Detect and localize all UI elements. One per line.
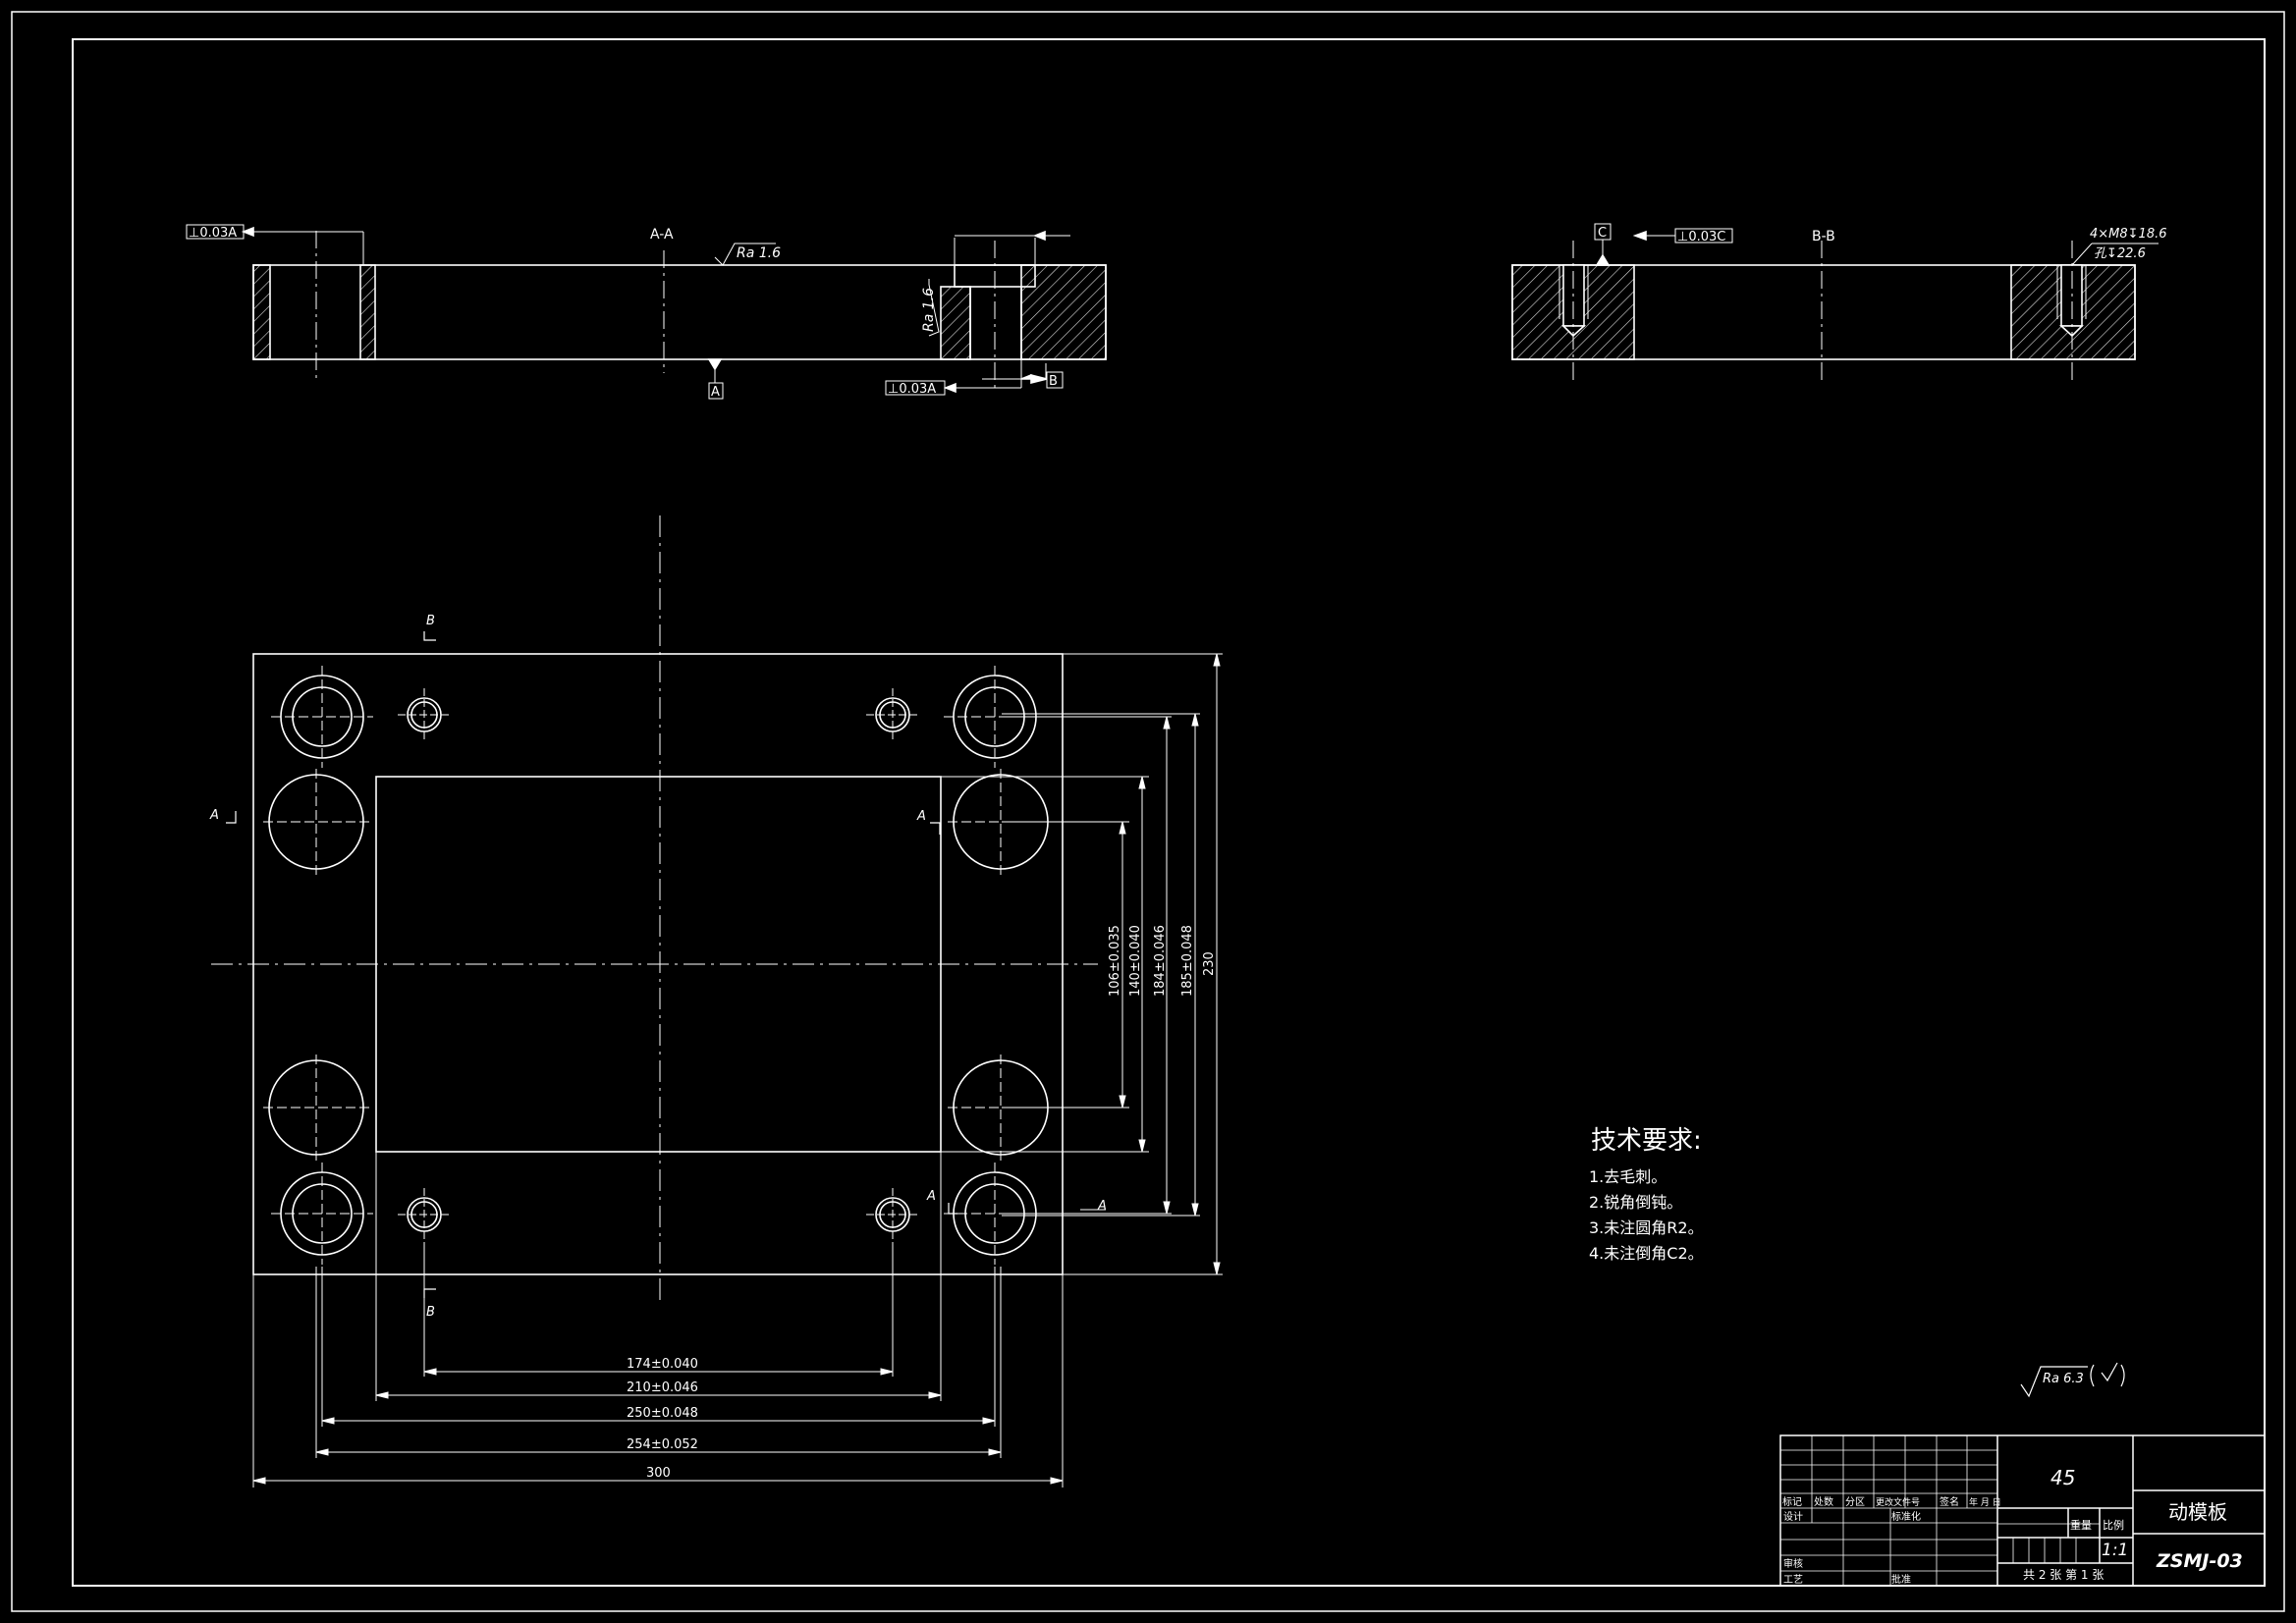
col-header-1: 处数 (1814, 1495, 1833, 1508)
hatch-left-2 (359, 264, 376, 360)
col-header-3: 更改文件号 (1876, 1496, 1920, 1508)
dim-300: 300 (646, 1466, 671, 1481)
large-hole-ml-bottom (263, 1055, 369, 1161)
general-surface-finish (2020, 1362, 2125, 1398)
cut-a-bottom: A (926, 1189, 936, 1204)
dim-210: 210±0.046 (627, 1380, 698, 1395)
approve-label: 批准 (1891, 1573, 1911, 1586)
sheets-text: 共 2 张 第 1 张 (2023, 1568, 2104, 1582)
dim-174: 174±0.040 (627, 1357, 698, 1372)
ra-general-label: Ra 6.3 (2043, 1372, 2084, 1386)
dim-254: 254±0.052 (627, 1437, 698, 1452)
drawing-no-text: ZSMJ-03 (2156, 1550, 2243, 1572)
tolerance-bb: ⊥0.03C (1677, 230, 1725, 244)
cut-b-top: B (426, 614, 435, 628)
tech-title: 技术要求: (1591, 1126, 1702, 1156)
dim-185: 185±0.048 (1180, 925, 1195, 997)
horizontal-dimensions (252, 1152, 1064, 1488)
scale-label: 比例 (2103, 1518, 2124, 1532)
small-hole-br (866, 1188, 919, 1241)
standardize-label: 标准化 (1891, 1510, 1921, 1523)
datum-b-letter: B (1049, 374, 1058, 389)
cut-a-left: A (209, 808, 219, 823)
weight-label: 重量 (2070, 1518, 2092, 1532)
sheet-border (11, 11, 2285, 1612)
tech-item-4: 4.未注倒角C2。 (1589, 1244, 1704, 1263)
guide-bushing-tl (271, 666, 373, 768)
dim-106: 106±0.035 (1108, 925, 1122, 997)
dim-184: 184±0.046 (1153, 925, 1168, 997)
col-header-4: 签名 (1940, 1495, 1959, 1508)
dim-230: 230 (1202, 951, 1217, 976)
dim-140: 140±0.040 (1128, 925, 1143, 997)
cut-b-bottom: B (426, 1305, 435, 1320)
dim-250: 250±0.048 (627, 1406, 698, 1421)
tech-item-3: 3.未注圆角R2。 (1589, 1218, 1704, 1237)
section-aa-view (186, 224, 1107, 400)
small-hole-tr (866, 688, 919, 741)
large-hole-ml-top (263, 769, 369, 875)
small-hole-bl (398, 1188, 451, 1241)
cut-a-right: A (916, 809, 926, 824)
section-aa-label: A-A (650, 227, 674, 243)
thread-callout-line1: 4×M8↧18.6 (2090, 227, 2167, 242)
guide-bushing-bl (271, 1163, 373, 1265)
hatch-left-1 (252, 264, 271, 360)
tolerance-top-left: ⊥0.03A (189, 226, 237, 241)
datum-a-letter: A (711, 385, 720, 400)
col-header-5: 年 月 日 (1969, 1496, 2001, 1508)
hatch-right-1 (940, 286, 971, 360)
plan-view (211, 515, 1106, 1306)
tolerance-bottom: ⊥0.03A (888, 382, 936, 397)
title-block (1779, 1434, 2266, 1587)
tech-item-2: 2.锐角倒钝。 (1589, 1193, 1682, 1212)
datum-c-letter: C (1598, 226, 1607, 241)
section-bb-view (1511, 223, 2159, 381)
section-bb-label: B-B (1812, 229, 1835, 244)
review-label: 审核 (1783, 1557, 1803, 1570)
col-header-0: 标记 (1782, 1496, 1802, 1508)
design-label: 设计 (1783, 1510, 1803, 1523)
small-hole-tl (398, 688, 451, 741)
process-label: 工艺 (1783, 1574, 1803, 1586)
cut-a-far: A (1097, 1199, 1107, 1214)
ra-top-label: Ra 1.6 (737, 245, 781, 261)
scale-value: 1:1 (2102, 1541, 2128, 1560)
material-text: 45 (2050, 1466, 2075, 1489)
vertical-dimensions (941, 653, 1223, 1275)
tech-item-1: 1.去毛刺。 (1589, 1167, 1667, 1186)
col-header-2: 分区 (1845, 1496, 1865, 1508)
thread-callout-line2: 孔↧22.6 (2094, 246, 2146, 261)
ra-side-label: Ra 1.6 (921, 288, 937, 332)
part-name-text: 动模板 (2168, 1500, 2227, 1524)
hatch-right-2 (1020, 264, 1107, 360)
